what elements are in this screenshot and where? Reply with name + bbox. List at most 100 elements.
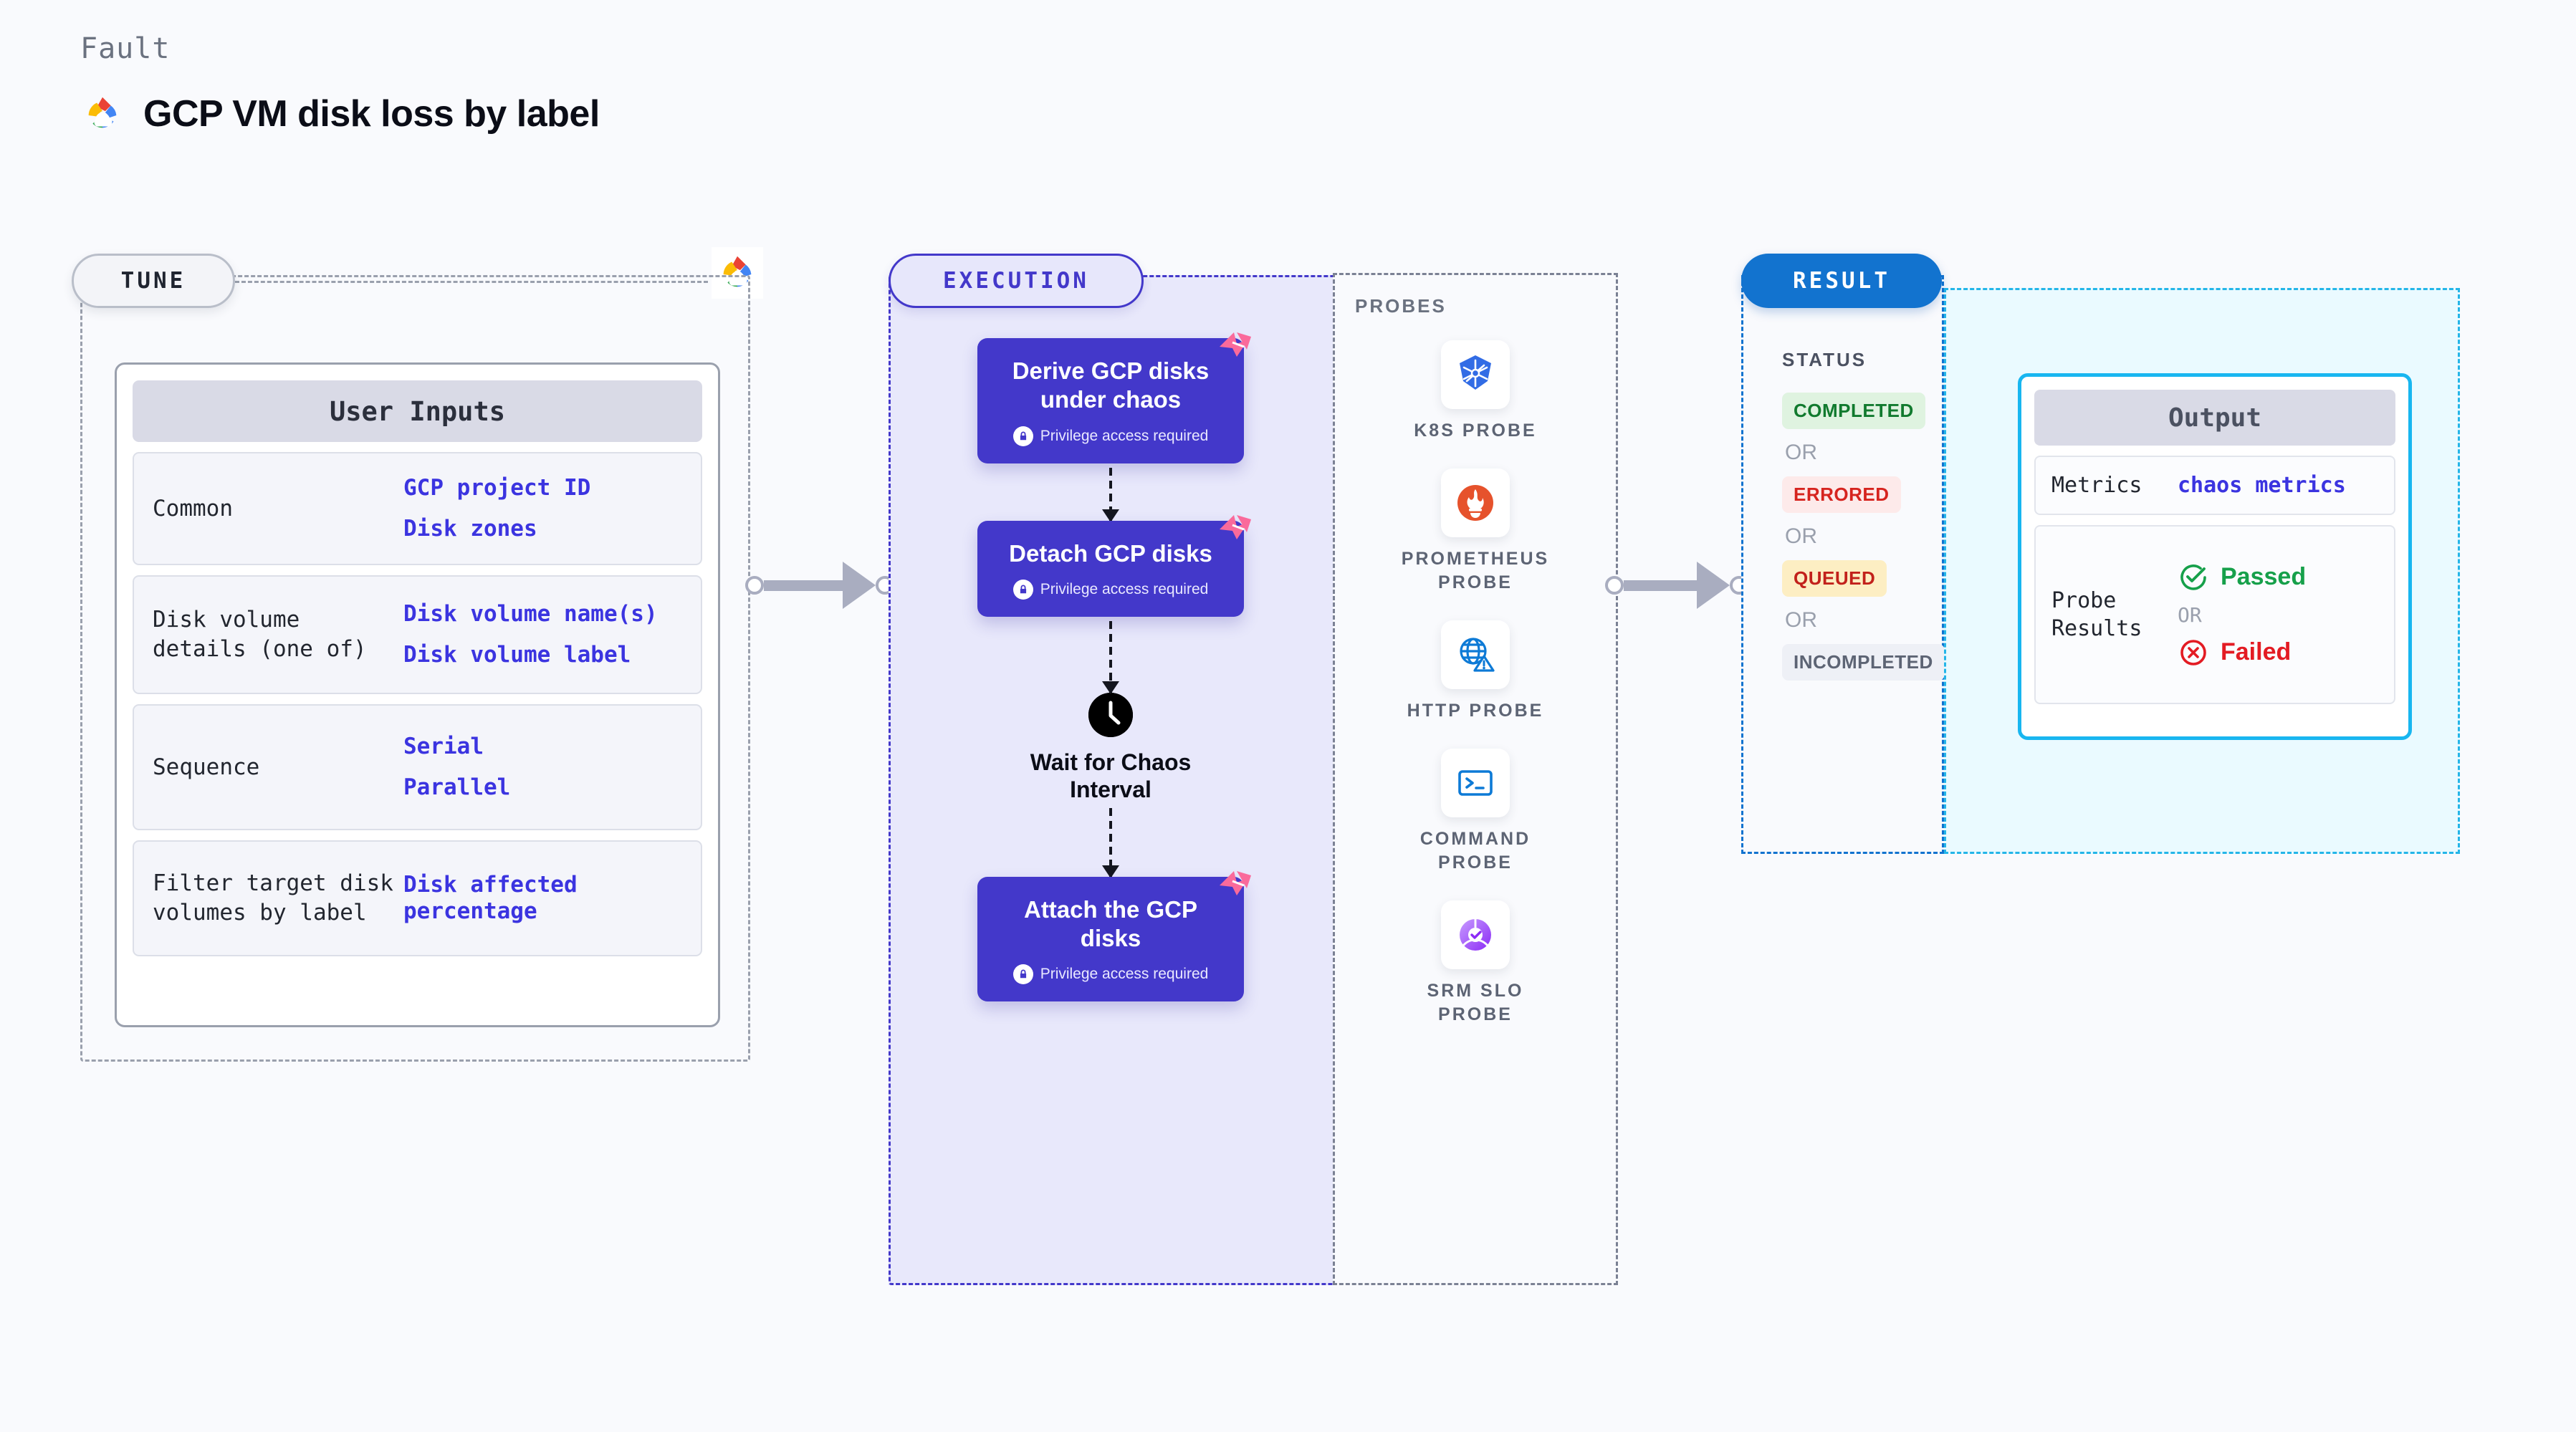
probe-results-list: Passed OR Failed — [2178, 562, 2306, 668]
input-label: Filter target disk volumes by label — [153, 870, 393, 926]
arrow-start-dot — [1605, 576, 1624, 595]
input-value[interactable]: Disk volume name(s) — [403, 600, 658, 627]
arrow-head — [1697, 562, 1730, 609]
probe-item-command[interactable]: COMMAND PROBE — [1393, 749, 1558, 875]
probes-panel: PROBES — [1333, 273, 1618, 1285]
probe-item-prometheus[interactable]: PROMETHEUS PROBE — [1393, 468, 1558, 595]
node-title: Detach GCP disks — [1009, 539, 1212, 567]
arrow-shaft — [764, 580, 843, 591]
input-row-sequence[interactable]: Sequence Serial Parallel — [133, 704, 702, 830]
chaos-badge-icon — [1215, 864, 1257, 905]
output-metrics-value[interactable]: chaos metrics — [2178, 473, 2346, 498]
privilege-text: Privilege access required — [1040, 580, 1209, 597]
check-circle-icon — [2178, 562, 2209, 593]
gcp-cloud-icon — [80, 92, 125, 136]
status-badge-incompleted: INCOMPLETED — [1782, 644, 1945, 681]
probes-title: PROBES — [1355, 295, 1447, 317]
input-value[interactable]: Parallel — [403, 774, 511, 800]
srm-slo-icon — [1441, 900, 1510, 969]
user-inputs-card: User Inputs Common GCP project ID Disk z… — [115, 362, 720, 1027]
status-list: COMPLETED OR ERRORED OR QUEUED OR INCOMP… — [1782, 393, 1945, 681]
page-title-row: GCP VM disk loss by label — [80, 92, 600, 136]
wait-label: Wait for Chaos Interval — [1030, 749, 1192, 803]
privilege-text: Privilege access required — [1040, 427, 1209, 444]
input-row-common[interactable]: Common GCP project ID Disk zones — [133, 452, 702, 565]
node-title: Attach the GCP disks — [1023, 895, 1198, 951]
output-label: Probe Results — [2051, 588, 2142, 641]
output-row-metrics[interactable]: Metrics chaos metrics — [2034, 456, 2395, 515]
input-values: Disk affected percentage — [403, 872, 682, 925]
failed-label: Failed — [2221, 638, 2292, 665]
execution-node-detach[interactable]: Detach GCP disks Privilege access requir… — [977, 514, 1251, 617]
output-label: Metrics — [2051, 473, 2142, 498]
probe-item-srm-slo[interactable]: SRM SLO PROBE — [1393, 900, 1558, 1027]
prometheus-icon — [1441, 468, 1510, 537]
status-title: STATUS — [1782, 349, 1867, 370]
passed-label: Passed — [2221, 563, 2307, 590]
lock-icon — [1012, 964, 1033, 985]
tune-stage-border — [80, 275, 750, 1062]
page-title: GCP VM disk loss by label — [143, 93, 600, 135]
or-separator: OR — [1785, 524, 1817, 548]
execution-node-attach[interactable]: Attach the GCP disks Privilege access re… — [977, 870, 1251, 1002]
probes-list: K8S PROBE PROMETHEUS PROBE — [1335, 340, 1616, 1027]
arrow-execution-to-result — [1605, 562, 1748, 609]
status-badge-errored: ERRORED — [1782, 476, 1901, 513]
chaos-badge-icon — [1215, 508, 1257, 549]
probe-item-http[interactable]: HTTP PROBE — [1393, 620, 1558, 723]
probe-item-k8s[interactable]: K8S PROBE — [1393, 340, 1558, 443]
probe-label: SRM SLO PROBE — [1427, 981, 1524, 1024]
input-value[interactable]: Serial — [403, 733, 484, 759]
user-inputs-title: User Inputs — [133, 380, 702, 442]
execution-stage: Derive GCP disks under chaos Privilege a… — [889, 273, 1618, 1285]
flow-connector-3 — [1109, 807, 1112, 877]
clock-icon — [1088, 692, 1133, 737]
arrow-tune-to-execution — [745, 562, 894, 609]
result-status-panel: STATUS COMPLETED OR ERRORED OR QUEUED OR… — [1741, 275, 1945, 854]
chaos-badge-icon — [1215, 325, 1257, 367]
privilege-text: Privilege access required — [1040, 966, 1209, 983]
page-kicker: Fault — [80, 32, 171, 65]
input-value[interactable]: GCP project ID — [403, 474, 591, 501]
terminal-icon — [1441, 749, 1510, 817]
or-separator: OR — [1785, 441, 1817, 464]
execution-node-derive[interactable]: Derive GCP disks under chaos Privilege a… — [977, 332, 1251, 463]
input-values: Serial Parallel — [403, 734, 510, 801]
globe-warning-icon — [1441, 620, 1510, 689]
input-values: GCP project ID Disk zones — [403, 475, 590, 542]
arrow-shaft — [1624, 580, 1697, 591]
output-row-probe-results: Probe Results Passed OR — [2034, 525, 2395, 704]
node-title: Derive GCP disks under chaos — [1012, 357, 1210, 413]
privilege-note: Privilege access required — [1012, 426, 1209, 446]
kubernetes-icon — [1441, 340, 1510, 409]
input-label: Common — [153, 495, 233, 522]
probe-result-failed: Failed — [2178, 637, 2306, 668]
probe-result-passed: Passed — [2178, 562, 2306, 593]
execution-stage-pill[interactable]: EXECUTION — [889, 254, 1144, 308]
execution-flow: Derive GCP disks under chaos Privilege a… — [889, 275, 1333, 1285]
input-row-disk-volume-details[interactable]: Disk volume details (one of) Disk volume… — [133, 575, 702, 694]
probe-label: HTTP PROBE — [1407, 701, 1544, 721]
result-stage-pill[interactable]: RESULT — [1741, 254, 1942, 308]
x-circle-icon — [2178, 637, 2209, 668]
output-title: Output — [2034, 390, 2395, 446]
privilege-note: Privilege access required — [1012, 964, 1209, 985]
input-values: Disk volume name(s) Disk volume label — [403, 601, 658, 668]
input-row-filter-target[interactable]: Filter target disk volumes by label Disk… — [133, 840, 702, 956]
tune-gcp-cloud-icon — [712, 247, 763, 299]
flow-connector-1 — [1109, 467, 1112, 521]
tune-stage-pill[interactable]: TUNE — [72, 254, 235, 308]
probe-label: COMMAND PROBE — [1419, 829, 1531, 873]
input-label: Sequence — [153, 754, 260, 780]
probe-label: PROMETHEUS PROBE — [1401, 549, 1550, 592]
arrow-start-dot — [745, 576, 764, 595]
input-value[interactable]: Disk affected percentage — [403, 871, 578, 924]
probe-label: K8S PROBE — [1414, 421, 1537, 441]
output-card: Output Metrics chaos metrics Probe Resul… — [2018, 373, 2412, 740]
tune-stage: User Inputs Common GCP project ID Disk z… — [80, 275, 750, 1062]
lock-icon — [1012, 426, 1033, 446]
input-value[interactable]: Disk zones — [403, 516, 537, 542]
input-value[interactable]: Disk volume label — [403, 642, 631, 668]
or-separator: OR — [1785, 608, 1817, 632]
